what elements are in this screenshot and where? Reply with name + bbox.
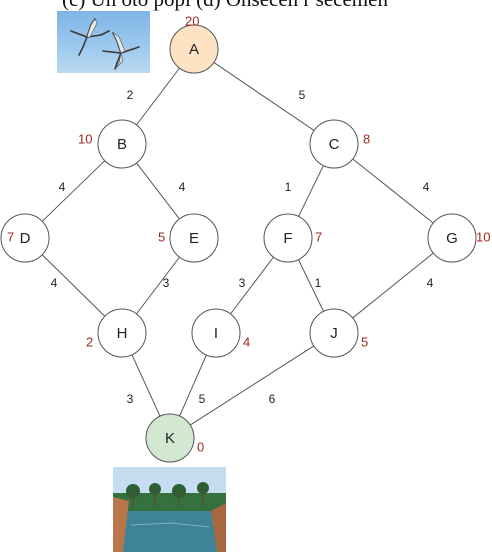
node-heuristic-j: 5 xyxy=(361,334,368,349)
edge-c-f xyxy=(298,165,324,217)
edge-weight-c-g: 4 xyxy=(423,180,430,194)
edge-weight-c-f: 1 xyxy=(285,180,292,194)
node-circle-i xyxy=(191,308,241,358)
node-heuristic-g: 10 xyxy=(476,229,490,244)
node-circle-f xyxy=(263,213,313,263)
node-label-i: I xyxy=(214,325,218,342)
desert-oasis-photo xyxy=(113,467,226,552)
edge-h-k xyxy=(131,354,161,417)
node-heuristic-a: 20 xyxy=(185,13,199,28)
node-circle-g xyxy=(427,213,477,263)
caption-header: (c) Un oto põpi (d) Onsecen r secemen xyxy=(62,0,388,12)
node-e: E5 xyxy=(158,213,219,263)
edge-g-j xyxy=(352,252,434,319)
edge-weight-i-k: 5 xyxy=(199,392,206,406)
edge-weight-h-k: 3 xyxy=(127,392,134,406)
node-heuristic-e: 5 xyxy=(158,229,165,244)
edge-c-g xyxy=(352,158,434,224)
node-label-a: A xyxy=(189,41,199,58)
node-label-h: H xyxy=(117,325,128,342)
edge-weight-e-h: 3 xyxy=(163,276,170,290)
edge-weight-j-k: 6 xyxy=(269,392,276,406)
node-g: G 10 xyxy=(427,213,490,263)
node-circle-k xyxy=(145,413,195,463)
node-label-b: B xyxy=(117,136,127,153)
edge-a-b xyxy=(136,67,180,126)
node-label-f: F xyxy=(283,230,292,247)
node-heuristic-c: 8 xyxy=(363,131,370,146)
edge-weight-b-e: 4 xyxy=(179,180,186,194)
node-d: D7 xyxy=(0,213,50,263)
node-label-j: J xyxy=(330,325,338,342)
node-label-e: E xyxy=(189,230,199,247)
edge-d-h xyxy=(41,254,106,317)
edge-weight-f-j: 1 xyxy=(315,276,322,290)
node-label-d: D xyxy=(20,230,31,247)
node-h: H2 xyxy=(86,308,147,358)
node-heuristic-h: 2 xyxy=(86,334,93,349)
node-heuristic-b: 10 xyxy=(78,131,92,146)
node-circle-j xyxy=(309,308,359,358)
node-circle-h xyxy=(97,308,147,358)
edge-weight-g-j: 4 xyxy=(427,276,434,290)
node-heuristic-i: 4 xyxy=(243,334,250,349)
edge-a-c xyxy=(213,62,315,131)
edge-e-h xyxy=(136,256,180,315)
node-a: A 20 xyxy=(169,13,219,74)
node-circle-a xyxy=(169,24,219,74)
edge-f-i xyxy=(230,256,274,315)
node-label-k: K xyxy=(165,430,175,447)
node-circle-d xyxy=(0,213,50,263)
node-label-c: C xyxy=(329,136,340,153)
edge-weight-a-c: 5 xyxy=(299,88,306,102)
edge-j-k xyxy=(189,345,315,426)
edge-weight-a-b: 2 xyxy=(127,88,134,102)
edge-i-k xyxy=(179,354,207,417)
edge-weight-d-h: 4 xyxy=(51,276,58,290)
edge-b-d xyxy=(41,160,106,222)
edge-weight-f-i: 3 xyxy=(239,276,246,290)
edge-weight-b-d: 4 xyxy=(59,180,66,194)
node-label-g: G xyxy=(446,230,458,247)
node-circle-c xyxy=(309,119,359,169)
node-heuristic-f: 7 xyxy=(315,229,322,244)
node-heuristic-d: 7 xyxy=(7,229,14,244)
node-heuristic-k: 0 xyxy=(197,439,204,454)
node-circle-b xyxy=(97,119,147,169)
node-b: B 10 xyxy=(78,119,147,169)
edge-b-e xyxy=(136,162,180,220)
cranes-in-flight-photo xyxy=(57,11,150,73)
edge-f-j xyxy=(298,259,324,312)
node-circle-e xyxy=(169,213,219,263)
